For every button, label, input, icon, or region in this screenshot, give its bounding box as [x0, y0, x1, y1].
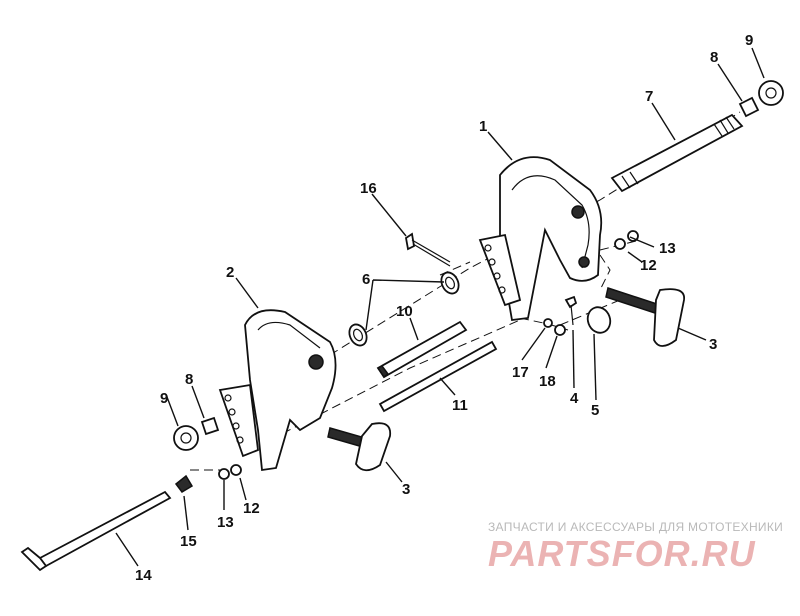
callout-3-right: 3 [709, 336, 717, 353]
part-13-washer-top [627, 230, 639, 242]
part-7-long-bolt [610, 113, 744, 193]
callout-4: 4 [570, 390, 579, 407]
callout-8-bottom: 8 [185, 371, 193, 388]
callout-15: 15 [180, 533, 197, 550]
part-5-swivel-pad [586, 306, 612, 334]
part-16-bolt [405, 232, 451, 267]
callout-9-bottom: 9 [160, 390, 168, 407]
part-15-fitting [174, 474, 194, 493]
callout-12-top: 12 [640, 257, 657, 274]
leader-lines [115, 47, 765, 567]
callout-11: 11 [452, 397, 468, 414]
callout-10: 10 [396, 303, 413, 320]
part-8-sleeve-bottom [200, 416, 220, 436]
callout-16: 16 [360, 180, 377, 197]
callout-13-top: 13 [659, 240, 676, 257]
part-10-flat-bar [376, 320, 468, 379]
callout-2: 2 [226, 264, 234, 281]
part-12-nut-bottom [230, 464, 242, 476]
watermark: ЗАПЧАСТИ И АКСЕССУАРЫ ДЛЯ МОТОТЕХНИКИ PA… [488, 520, 788, 574]
callout-1: 1 [479, 118, 487, 135]
callout-7: 7 [645, 88, 653, 105]
part-1-right-clamp-bracket [478, 156, 603, 321]
part-11-rod [378, 340, 498, 413]
callout-3-left: 3 [402, 481, 410, 498]
part-3-clamp-screw-right [605, 287, 685, 347]
part-12-nut-top [614, 238, 626, 250]
callout-8-top: 8 [710, 49, 718, 66]
callout-17: 17 [512, 364, 529, 381]
part-8-sleeve-top [738, 96, 760, 118]
callout-5: 5 [591, 402, 599, 419]
watermark-logo: PARTSFOR.RU [488, 533, 756, 574]
watermark-caption: ЗАПЧАСТИ И АКСЕССУАРЫ ДЛЯ МОТОТЕХНИКИ [488, 520, 784, 534]
callout-numbers: 1 2 3 3 4 5 6 7 8 8 9 9 10 11 12 12 13 1… [135, 32, 753, 584]
part-3-clamp-screw-left [327, 422, 392, 472]
callout-12-bottom: 12 [243, 500, 260, 517]
callout-9-top: 9 [745, 32, 753, 49]
part-6-washers [348, 271, 460, 347]
part-9-nut-top [758, 80, 784, 106]
callout-14: 14 [135, 567, 152, 584]
part-18-nut [554, 324, 566, 336]
part-17-washer [543, 318, 553, 328]
part-9-nut-bottom [173, 425, 199, 451]
part-2-left-clamp-bracket [218, 309, 337, 472]
callout-13-bottom: 13 [217, 514, 234, 531]
callout-6: 6 [362, 271, 370, 288]
part-13-washer-bottom [218, 468, 230, 480]
callout-18: 18 [539, 373, 556, 390]
part-14-handle-rod [20, 490, 172, 572]
part-4-screw [564, 295, 578, 326]
